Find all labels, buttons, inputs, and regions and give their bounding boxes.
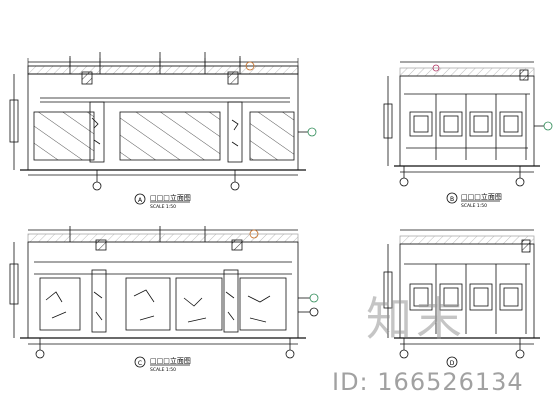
elevation-a-scale: SCALE 1:50 (150, 204, 176, 210)
watermark-id: ID: 166526134 (332, 368, 524, 396)
elevation-d (383, 229, 540, 359)
elevation-d-marker: D (450, 360, 455, 367)
elevation-c-marker: C (138, 360, 142, 367)
elevation-c-caption: □□□立面图 (150, 356, 191, 365)
elevation-c (9, 226, 319, 359)
elevation-b (383, 61, 553, 187)
watermark-brand: 知末 (366, 292, 466, 346)
elevation-c-title: C □□□立面图 SCALE 1:50 (134, 356, 191, 373)
elevation-b-marker: B (450, 196, 454, 203)
elevation-a (9, 52, 317, 191)
elevation-d-title: D (446, 356, 458, 368)
elevation-b-scale: SCALE 1:50 (461, 203, 487, 209)
elevation-a-marker: A (138, 197, 143, 204)
elevation-a-title: A □□□立面图 SCALE 1:50 (134, 193, 191, 210)
elevation-c-scale: SCALE 1:50 (150, 367, 176, 373)
elevation-b-caption: □□□立面图 (461, 192, 502, 201)
elevation-a-caption: □□□立面图 (150, 193, 191, 202)
elevation-b-title: B □□□立面图 SCALE 1:50 (446, 192, 502, 209)
